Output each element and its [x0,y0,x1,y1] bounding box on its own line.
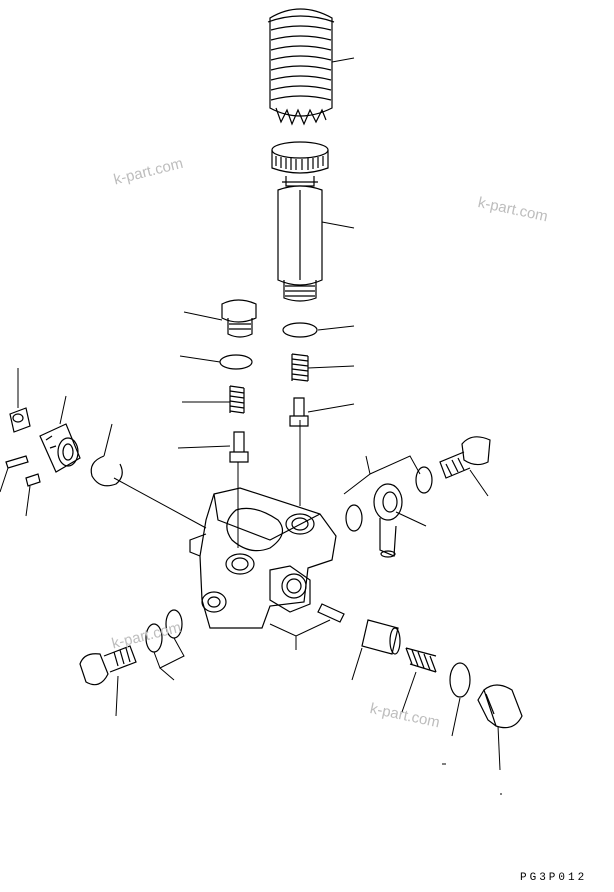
cap-nut-part [10,408,30,432]
spring-part-left [230,386,244,413]
sleeve-part [40,424,80,472]
priming-cap-part [268,9,334,124]
banjo-bolt-part-left [80,646,136,685]
pump-housing-part [190,488,336,628]
gasket-part-left [220,355,252,369]
drawing-code-label: PG3P012 [520,872,588,884]
washer-part-4 [346,505,362,531]
spring-part-right [292,354,308,381]
banjo-fitting-part [374,484,402,557]
spring-part-bottom [406,648,436,672]
plug-part-left [222,300,256,337]
plug-part-bottom [478,685,522,728]
banjo-bolt-part-right [440,437,490,478]
gasket-part-bottom [450,663,470,697]
dowel-pin-part [318,604,344,622]
snap-ring-part [91,456,122,486]
washer-part-3 [416,467,432,493]
pin-part [6,456,28,468]
valve-pin-part-right [290,398,308,426]
bushing-part [362,620,400,654]
o-ring-part [283,323,317,337]
valve-pin-part-left [230,432,248,462]
leader-lines [0,58,502,794]
small-pin-part [26,474,40,486]
pump-cylinder-part [272,142,328,301]
